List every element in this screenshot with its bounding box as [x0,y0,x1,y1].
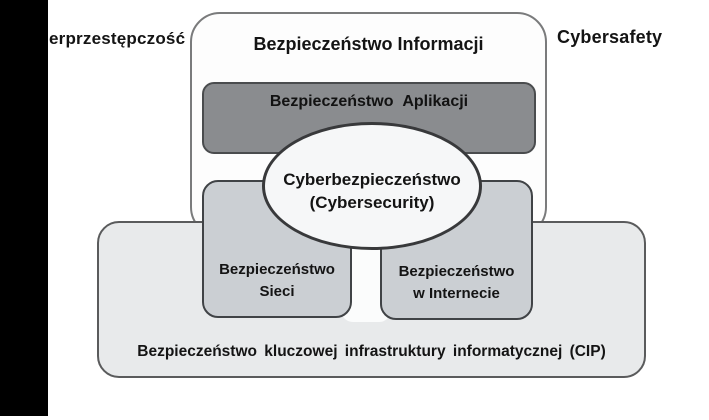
cybersafety-label: Cybersafety [557,27,663,47]
application-security-label: Bezpieczeństwo Aplikacji [269,93,469,110]
cybercrime-label: erprzestępczość [49,29,186,48]
left-black-bar [0,0,48,416]
cybersecurity-ellipse: Cyberbezpieczeństwo (Cybersecurity) [262,122,482,250]
internet-security-label-line1: Bezpieczeństwo [398,263,515,280]
internet-security-label-line2: w Internecie [413,285,500,302]
cybersecurity-label-line2: (Cybersecurity) [309,193,435,212]
network-security-label-line2: Sieci [259,283,295,300]
critical-infrastructure-label: Bezpieczeństwo kluczowej infrastruktury … [137,343,606,360]
network-security-label-line1: Bezpieczeństwo [219,261,335,278]
cybersecurity-label-line1: Cyberbezpieczeństwo [283,170,461,189]
information-security-label: Bezpieczeństwo Informacji [253,34,484,54]
